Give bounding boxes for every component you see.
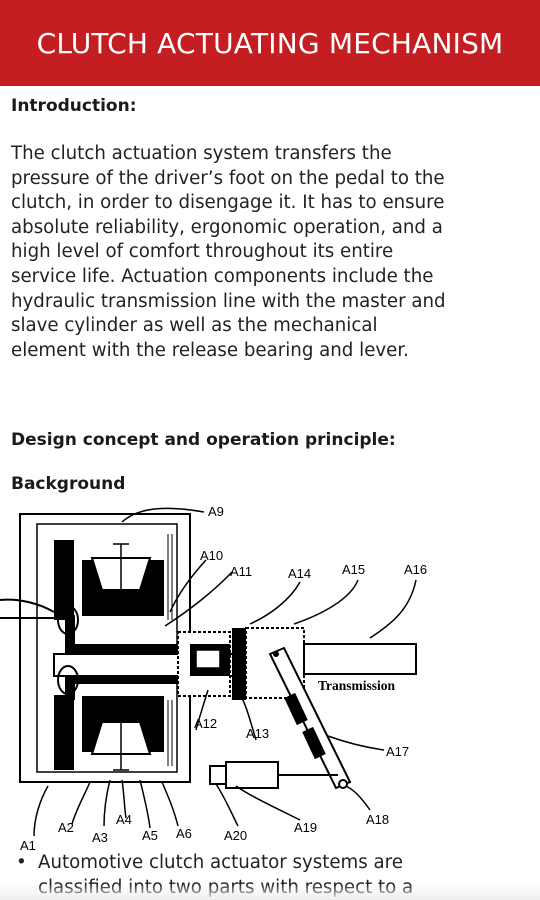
intro-line: absolute reliability, ergonomic operatio… bbox=[11, 216, 443, 238]
app-bar: CLUTCH ACTUATING MECHANISM bbox=[0, 0, 540, 86]
label-A19: A19 bbox=[294, 820, 317, 835]
label-A14: A14 bbox=[288, 566, 311, 581]
flywheel-upper bbox=[54, 540, 74, 620]
sleeve-block bbox=[232, 628, 246, 700]
label-A13: A13 bbox=[246, 726, 269, 741]
bullet-icon: • bbox=[16, 852, 27, 873]
intro-line: service life. Actuation components inclu… bbox=[11, 265, 434, 287]
label-A2: A2 bbox=[58, 820, 74, 835]
intro-line: hydraulic transmission line with the mas… bbox=[11, 290, 446, 312]
background-heading: Background bbox=[11, 474, 126, 494]
clutch-mechanism-diagram: Transmission bbox=[0, 504, 427, 853]
label-A10: A10 bbox=[200, 548, 223, 563]
intro-line: The clutch actuation system transfers th… bbox=[11, 143, 392, 164]
introduction-paragraph: The clutch actuation system transfers th… bbox=[11, 142, 531, 363]
hub-bar-upper bbox=[75, 644, 185, 654]
transmission-shaft bbox=[303, 643, 417, 675]
page-title: CLUTCH ACTUATING MECHANISM bbox=[36, 26, 504, 60]
label-A17: A17 bbox=[386, 744, 409, 759]
label-A6: A6 bbox=[176, 826, 192, 841]
design-concept-heading: Design concept and operation principle: bbox=[11, 430, 396, 450]
bullet-line: Automotive clutch actuator systems are bbox=[38, 852, 403, 873]
label-A15: A15 bbox=[342, 562, 365, 577]
article-content[interactable]: Introduction: The clutch actuation syste… bbox=[0, 86, 540, 900]
hub-bar-lower bbox=[75, 676, 185, 684]
label-A4: A4 bbox=[116, 812, 132, 827]
intro-line: pressure of the driver’s foot on the ped… bbox=[11, 167, 445, 189]
label-A1: A1 bbox=[20, 838, 36, 853]
introduction-heading: Introduction: bbox=[11, 96, 137, 116]
cylinder-end bbox=[209, 765, 227, 785]
label-A16: A16 bbox=[404, 562, 427, 577]
label-A3: A3 bbox=[92, 830, 108, 845]
flywheel-lower bbox=[54, 695, 74, 770]
intro-line: slave cylinder as well as the mechanical bbox=[11, 315, 378, 337]
intro-line: clutch, in order to disengage it. It has… bbox=[11, 192, 445, 214]
label-A5: A5 bbox=[142, 828, 158, 843]
intro-line: high level of comfort throughout its ent… bbox=[11, 241, 394, 263]
slave-cylinder bbox=[225, 761, 279, 789]
intro-line: element with the release bearing and lev… bbox=[11, 339, 409, 361]
label-A20: A20 bbox=[224, 828, 247, 843]
label-A11: A11 bbox=[230, 564, 252, 579]
label-A9: A9 bbox=[208, 504, 224, 519]
transmission-label: Transmission bbox=[318, 678, 396, 693]
label-A12: A12 bbox=[194, 716, 217, 731]
label-A18: A18 bbox=[366, 812, 389, 827]
bottom-fade bbox=[0, 884, 540, 900]
